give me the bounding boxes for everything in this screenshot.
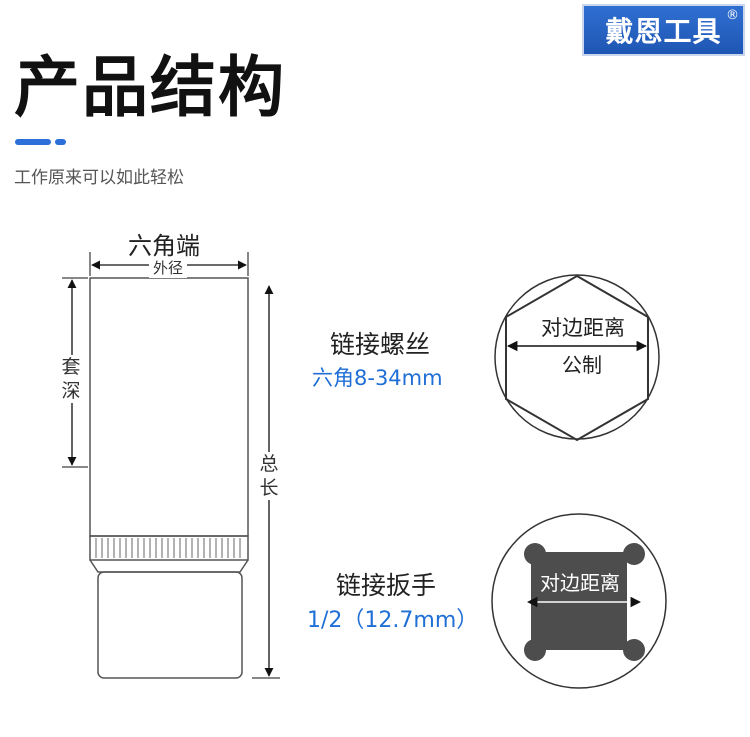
page-title: 产品结构 — [14, 49, 286, 126]
registered-mark: ® — [726, 8, 739, 23]
knurled-ring — [95, 538, 241, 558]
square-drive-view — [491, 513, 667, 689]
brand-logo: 戴恩工具 ® — [582, 4, 745, 56]
total-length-label: 总长 — [258, 452, 280, 500]
sleeve-depth-label: 套深 — [60, 355, 82, 403]
page-subtitle: 工作原来可以如此轻松 — [14, 168, 184, 188]
thread-connection-title: 链接螺丝 — [330, 330, 431, 359]
wrench-connection-spec: 1/2（12.7mm） — [307, 608, 479, 633]
wrench-connection-title: 链接扳手 — [336, 571, 437, 600]
hex-across-flats-label: 对边距离 — [541, 316, 625, 340]
square-across-flats-label: 对边距离 — [540, 571, 620, 595]
title-underline — [15, 139, 51, 145]
outer-diameter-label: 外径 — [149, 257, 188, 278]
hex-end-label: 六角端 — [128, 232, 200, 260]
hex-metric-label: 公制 — [562, 353, 602, 377]
thread-connection-spec: 六角8-34mm — [312, 366, 443, 390]
brand-name: 戴恩工具 — [605, 15, 722, 48]
hex-drive-view — [494, 274, 660, 442]
socket-body — [89, 277, 249, 679]
title-underline-dot — [55, 139, 66, 145]
